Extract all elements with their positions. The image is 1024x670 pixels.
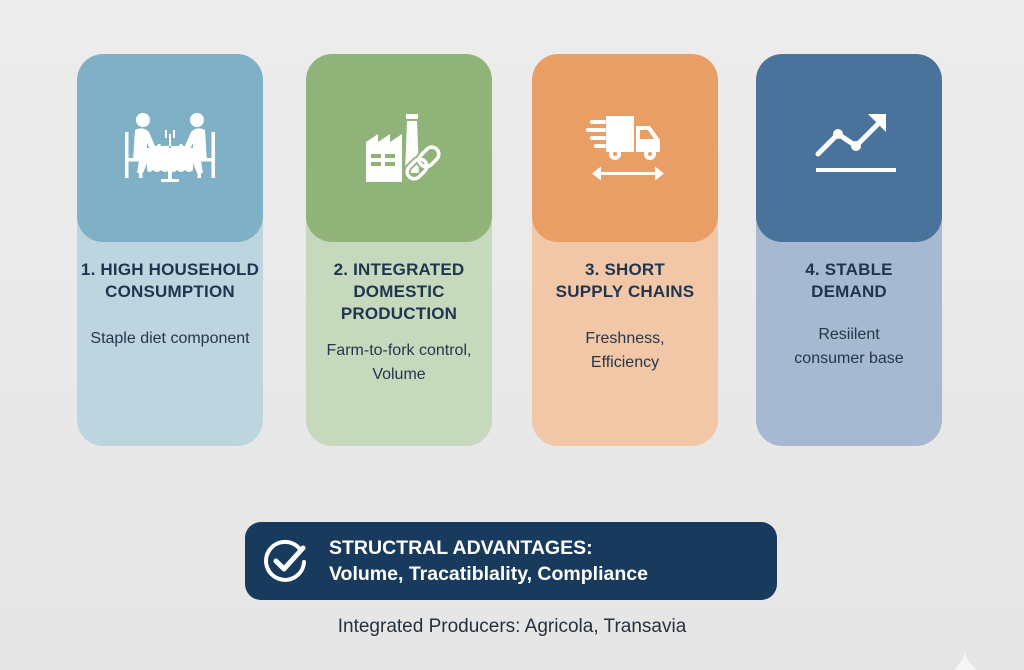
banner-subheading: Volume, Tracatiblality, Compliance — [329, 563, 648, 585]
banner-heading: STRUCTRAL ADVANTAGES: — [329, 537, 593, 559]
card-description: Resiilent consumer base — [756, 323, 942, 371]
card-title-line: DEMAND — [811, 282, 887, 301]
card-title: 2. INTEGRATED DOMESTIC PRODUCTION — [306, 259, 492, 325]
card-title-line: 2. INTEGRATED — [333, 260, 465, 279]
card-icon-panel — [306, 54, 492, 242]
factory-chain-link-icon — [366, 114, 443, 183]
card-title-line: 1. HIGH HOUSEHOLD — [80, 260, 260, 279]
card-description: Freshness, Efficiency — [532, 327, 718, 375]
dining-table-icon — [125, 113, 215, 182]
card-title-line: SUPPLY CHAINS — [555, 282, 695, 301]
card-body: 2. INTEGRATED DOMESTIC PRODUCTION Farm-t… — [306, 259, 492, 387]
card-title: 1. HIGH HOUSEHOLD CONSUMPTION — [77, 259, 263, 303]
card-description: Farm-to-fork control, Volume — [306, 339, 492, 387]
card-body: 1. HIGH HOUSEHOLD CONSUMPTION Staple die… — [77, 259, 263, 351]
card-description-line: Freshness, — [585, 330, 665, 347]
card-short-supply-chains: 3. SHORT SUPPLY CHAINS Freshness, Effici… — [532, 54, 718, 446]
card-high-household-consumption: 1. HIGH HOUSEHOLD CONSUMPTION Staple die… — [77, 54, 263, 446]
sparkle-watermark-icon — [954, 652, 976, 670]
card-body: 4. STABLE DEMAND Resiilent consumer base — [756, 259, 942, 371]
integrated-producers-caption: Integrated Producers: Agricola, Transavi… — [337, 616, 687, 637]
card-title: 4. STABLE DEMAND — [756, 259, 942, 303]
card-description-line: consumer base — [794, 350, 904, 367]
card-description-line: Staple diet component — [90, 330, 250, 347]
card-description-line: Resiilent — [818, 326, 880, 343]
card-title-line: DOMESTIC — [353, 282, 445, 301]
card-icon-panel — [532, 54, 718, 242]
banner-text: STRUCTRAL ADVANTAGES: Volume, Tracatibla… — [329, 535, 648, 587]
check-circle-icon — [264, 539, 306, 582]
card-title-line: PRODUCTION — [340, 304, 458, 323]
card-description-line: Farm-to-fork control, — [326, 342, 472, 359]
card-icon-panel — [77, 54, 263, 242]
card-icon-panel — [756, 54, 942, 242]
card-description-line: Volume — [372, 366, 426, 383]
card-stable-demand: 4. STABLE DEMAND Resiilent consumer base — [756, 54, 942, 446]
delivery-truck-icon — [586, 116, 664, 181]
card-description: Staple diet component — [77, 327, 263, 351]
card-title-line: 3. SHORT — [584, 260, 665, 279]
card-title: 3. SHORT SUPPLY CHAINS — [532, 259, 718, 303]
card-body: 3. SHORT SUPPLY CHAINS Freshness, Effici… — [532, 259, 718, 375]
card-title-line: 4. STABLE — [805, 260, 893, 279]
card-description-line: Efficiency — [590, 354, 660, 371]
card-title-line: CONSUMPTION — [105, 282, 235, 301]
structural-advantages-banner: STRUCTRAL ADVANTAGES: Volume, Tracatibla… — [245, 522, 777, 600]
trend-up-chart-icon — [815, 114, 896, 172]
card-integrated-domestic-production: 2. INTEGRATED DOMESTIC PRODUCTION Farm-t… — [306, 54, 492, 446]
